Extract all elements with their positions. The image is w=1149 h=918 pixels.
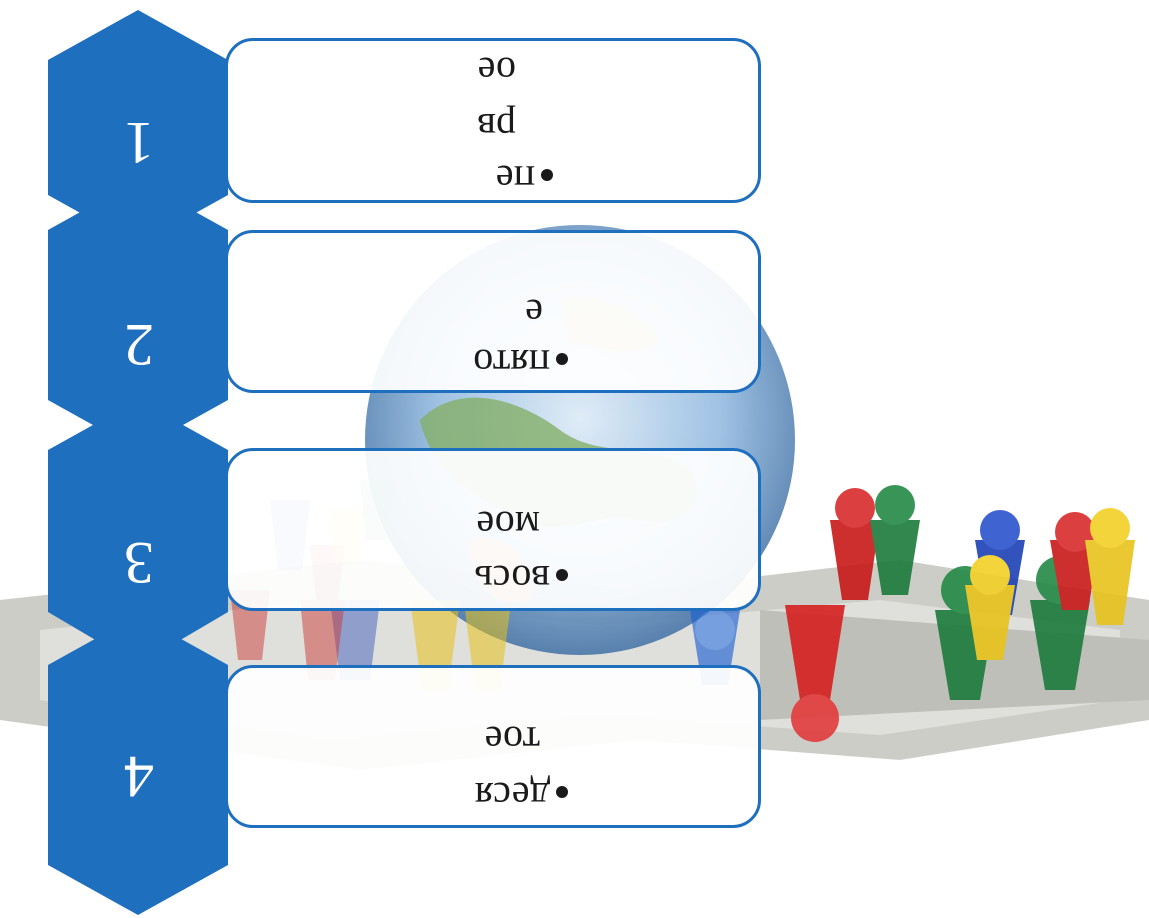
step-3-line-2: мое [476, 503, 540, 548]
chevron-1 [48, 10, 228, 245]
step-box-1: пе рв ое [225, 38, 761, 203]
step-1-line-1: пе [495, 157, 535, 202]
bullet-icon [556, 786, 568, 799]
step-1-line-2: рв [477, 105, 516, 150]
step-number-3: 3 [124, 530, 154, 596]
step-text-4: деся тое [228, 668, 758, 825]
chevron-3 [48, 400, 228, 665]
chevron-4 [48, 615, 228, 915]
step-number-4: 4 [124, 744, 154, 810]
bullet-icon [541, 169, 553, 182]
bullet-icon [556, 569, 568, 582]
pawn-yellow [965, 555, 1015, 660]
pawn-yellow [1085, 508, 1135, 625]
step-box-2: пято е [225, 230, 761, 393]
chevron-2 [48, 180, 228, 450]
step-4-line-1: деся [474, 774, 550, 819]
pawn-red [785, 605, 845, 742]
step-text-3: вось мое [228, 451, 758, 608]
step-number-2: 2 [124, 312, 154, 378]
step-text-1: пе рв ое [228, 41, 758, 202]
step-1-line-3: ое [477, 49, 516, 94]
step-4-line-2: тое [484, 718, 540, 763]
step-2-line-2: е [525, 291, 543, 336]
step-box-4: деся тое [225, 665, 761, 828]
step-box-3: вось мое [225, 448, 761, 611]
pawns [230, 480, 1135, 742]
step-text-2: пято е [228, 233, 758, 390]
chevron-column [48, 10, 228, 915]
pawn-red [830, 488, 880, 600]
step-number-1: 1 [124, 110, 154, 176]
step-3-line-1: вось [474, 557, 550, 602]
step-2-line-1: пято [473, 341, 550, 386]
bullet-icon [556, 353, 568, 366]
pawn-green [870, 485, 920, 595]
